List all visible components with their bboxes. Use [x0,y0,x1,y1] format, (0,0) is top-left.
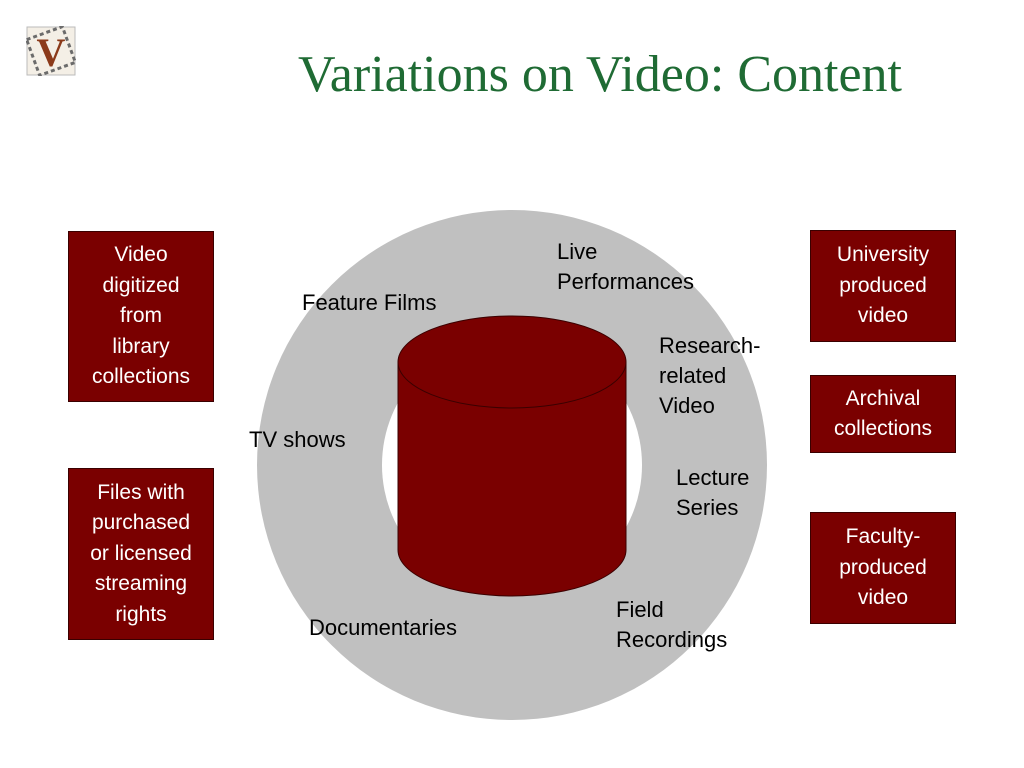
label-lecture-series: Lecture Series [676,465,750,520]
cylinder-body [397,361,627,597]
label-documentaries: Documentaries [309,615,457,640]
box-library-digitized-video: Video digitized from library collections [68,231,214,402]
label-feature-films: Feature Films [302,290,437,315]
database-cylinder [397,315,627,597]
box-faculty-produced-video: Faculty- produced video [810,512,956,624]
slide-title: Variations on Video: Content [298,46,902,103]
variations-logo-icon: V [26,26,76,76]
box-licensed-streaming-files: Files with purchased or licensed streami… [68,468,214,640]
logo-letter: V [37,30,66,75]
label-tv-shows: TV shows [249,427,346,452]
box-archival-collections: Archival collections [810,375,956,453]
cylinder-top [397,315,627,409]
label-field-recordings: Field Recordings [616,597,728,652]
label-live-performances: Live Performances [557,239,694,294]
box-university-produced-video: University produced video [810,230,956,342]
label-research-related-video: Research- related Video [659,333,761,418]
